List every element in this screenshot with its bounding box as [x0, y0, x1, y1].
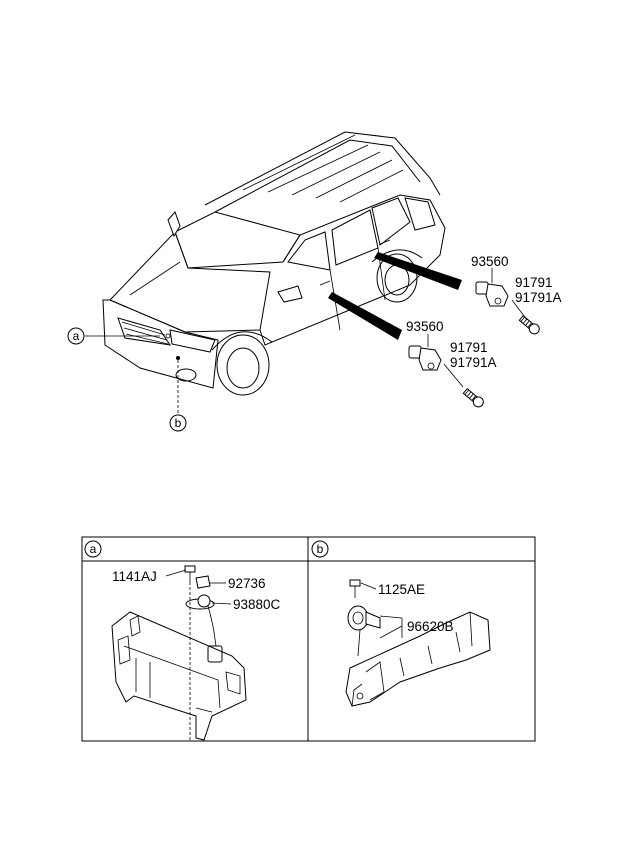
- callout-a: a: [67, 327, 85, 345]
- detail-a-bolt-number: 1141AJ: [112, 569, 157, 584]
- callout-a-letter: a: [73, 329, 80, 343]
- rear-screw-part-number-2: 91791A: [515, 290, 562, 305]
- detail-a-sensor-number: 93880C: [233, 597, 281, 612]
- detail-b-labels: 1125AE 96620B: [360, 582, 454, 639]
- detail-b-bolt-number: 1125AE: [378, 582, 425, 597]
- detail-b-header: b: [311, 540, 329, 558]
- detail-a-header: a: [84, 540, 102, 558]
- vehicle-illustration: [85, 131, 446, 413]
- detail-a-drawing: [111, 565, 247, 741]
- front-door-pointer: [328, 292, 402, 340]
- detail-table: [81, 536, 536, 742]
- detail-a-nut-number: 92736: [228, 576, 266, 591]
- detail-b-letter: b: [317, 542, 324, 556]
- front-switch-part-number: 93560: [406, 319, 444, 334]
- callout-b-letter: b: [175, 416, 182, 430]
- rear-door-switch-part: [475, 268, 540, 335]
- front-door-switch-part: [408, 334, 484, 408]
- front-door-labels: 93560 91791 91791A: [406, 319, 497, 370]
- rear-door-labels: 93560 91791 91791A: [471, 254, 562, 305]
- front-screw-part-number-1: 91791: [450, 340, 488, 355]
- detail-b-horn-number: 96620B: [407, 619, 454, 634]
- detail-b-drawing: [345, 579, 491, 707]
- rear-door-pointer: [374, 252, 462, 290]
- front-screw-part-number-2: 91791A: [450, 355, 497, 370]
- detail-a-letter: a: [90, 542, 97, 556]
- rear-screw-part-number-1: 91791: [515, 275, 553, 290]
- callout-b: b: [169, 414, 187, 432]
- detail-a-labels: 1141AJ 92736 93880C: [112, 569, 281, 612]
- rear-switch-part-number: 93560: [471, 254, 509, 269]
